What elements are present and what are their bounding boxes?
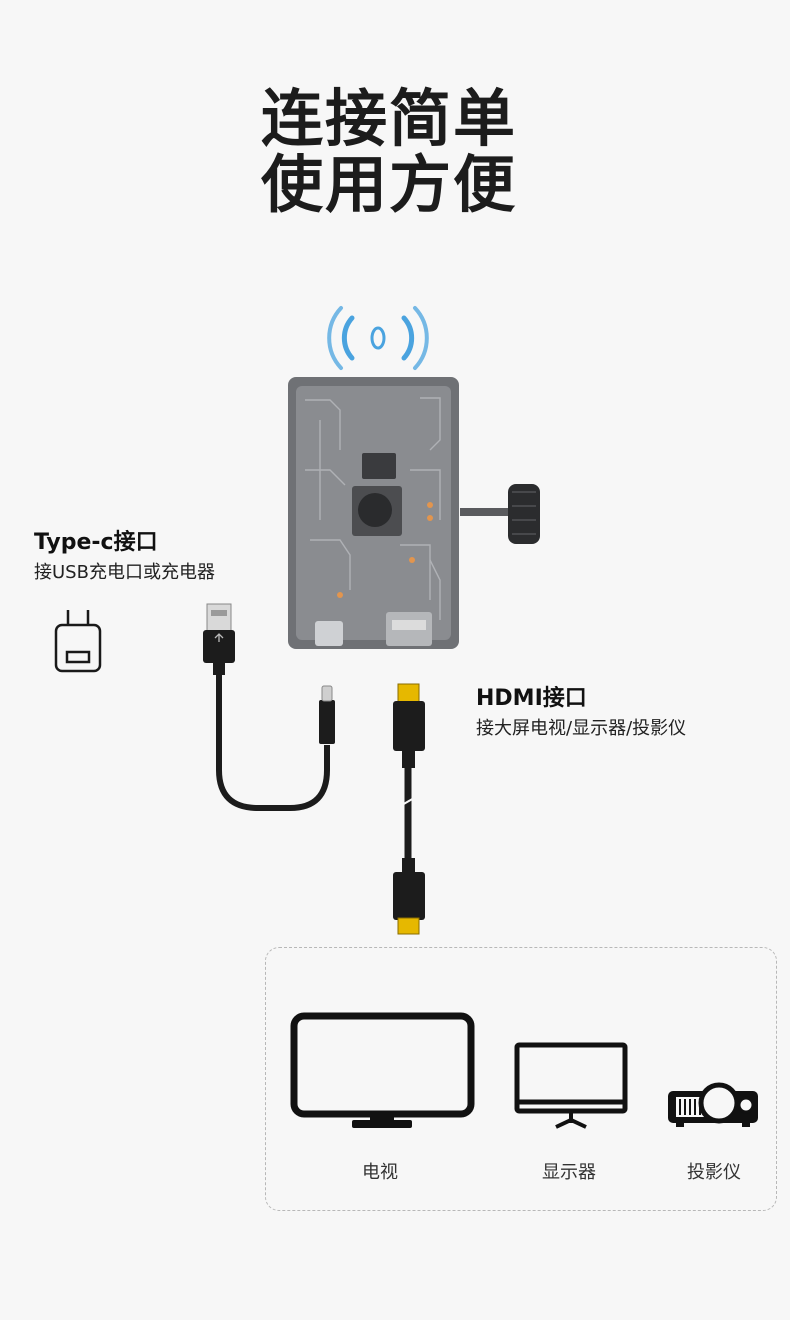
tv-icon — [290, 1012, 475, 1128]
projector-icon — [668, 1082, 758, 1127]
device-label-monitor: 显示器 — [542, 1162, 596, 1183]
wireless-device — [288, 377, 540, 649]
device-label-tv: 电视 — [362, 1162, 398, 1183]
usb-typec-cable — [203, 603, 335, 811]
device-label-projector: 投影仪 — [687, 1162, 741, 1183]
headline: 连接简单 使用方便 — [0, 86, 790, 218]
charger-plug-icon — [54, 610, 102, 673]
hdmi-title: HDMI接口 — [476, 686, 587, 711]
typec-desc: 接USB充电口或充电器 — [34, 562, 215, 583]
display-devices-panel — [265, 947, 777, 1211]
wireless-signal-icon — [327, 306, 429, 370]
monitor-icon — [514, 1042, 628, 1129]
hdmi-desc: 接大屏电视/显示器/投影仪 — [476, 718, 687, 739]
hdmi-cable — [393, 683, 425, 935]
headline-line2: 使用方便 — [260, 148, 517, 221]
typec-title: Type-c接口 — [34, 530, 158, 555]
headline-line1: 连接简单 — [260, 82, 517, 155]
